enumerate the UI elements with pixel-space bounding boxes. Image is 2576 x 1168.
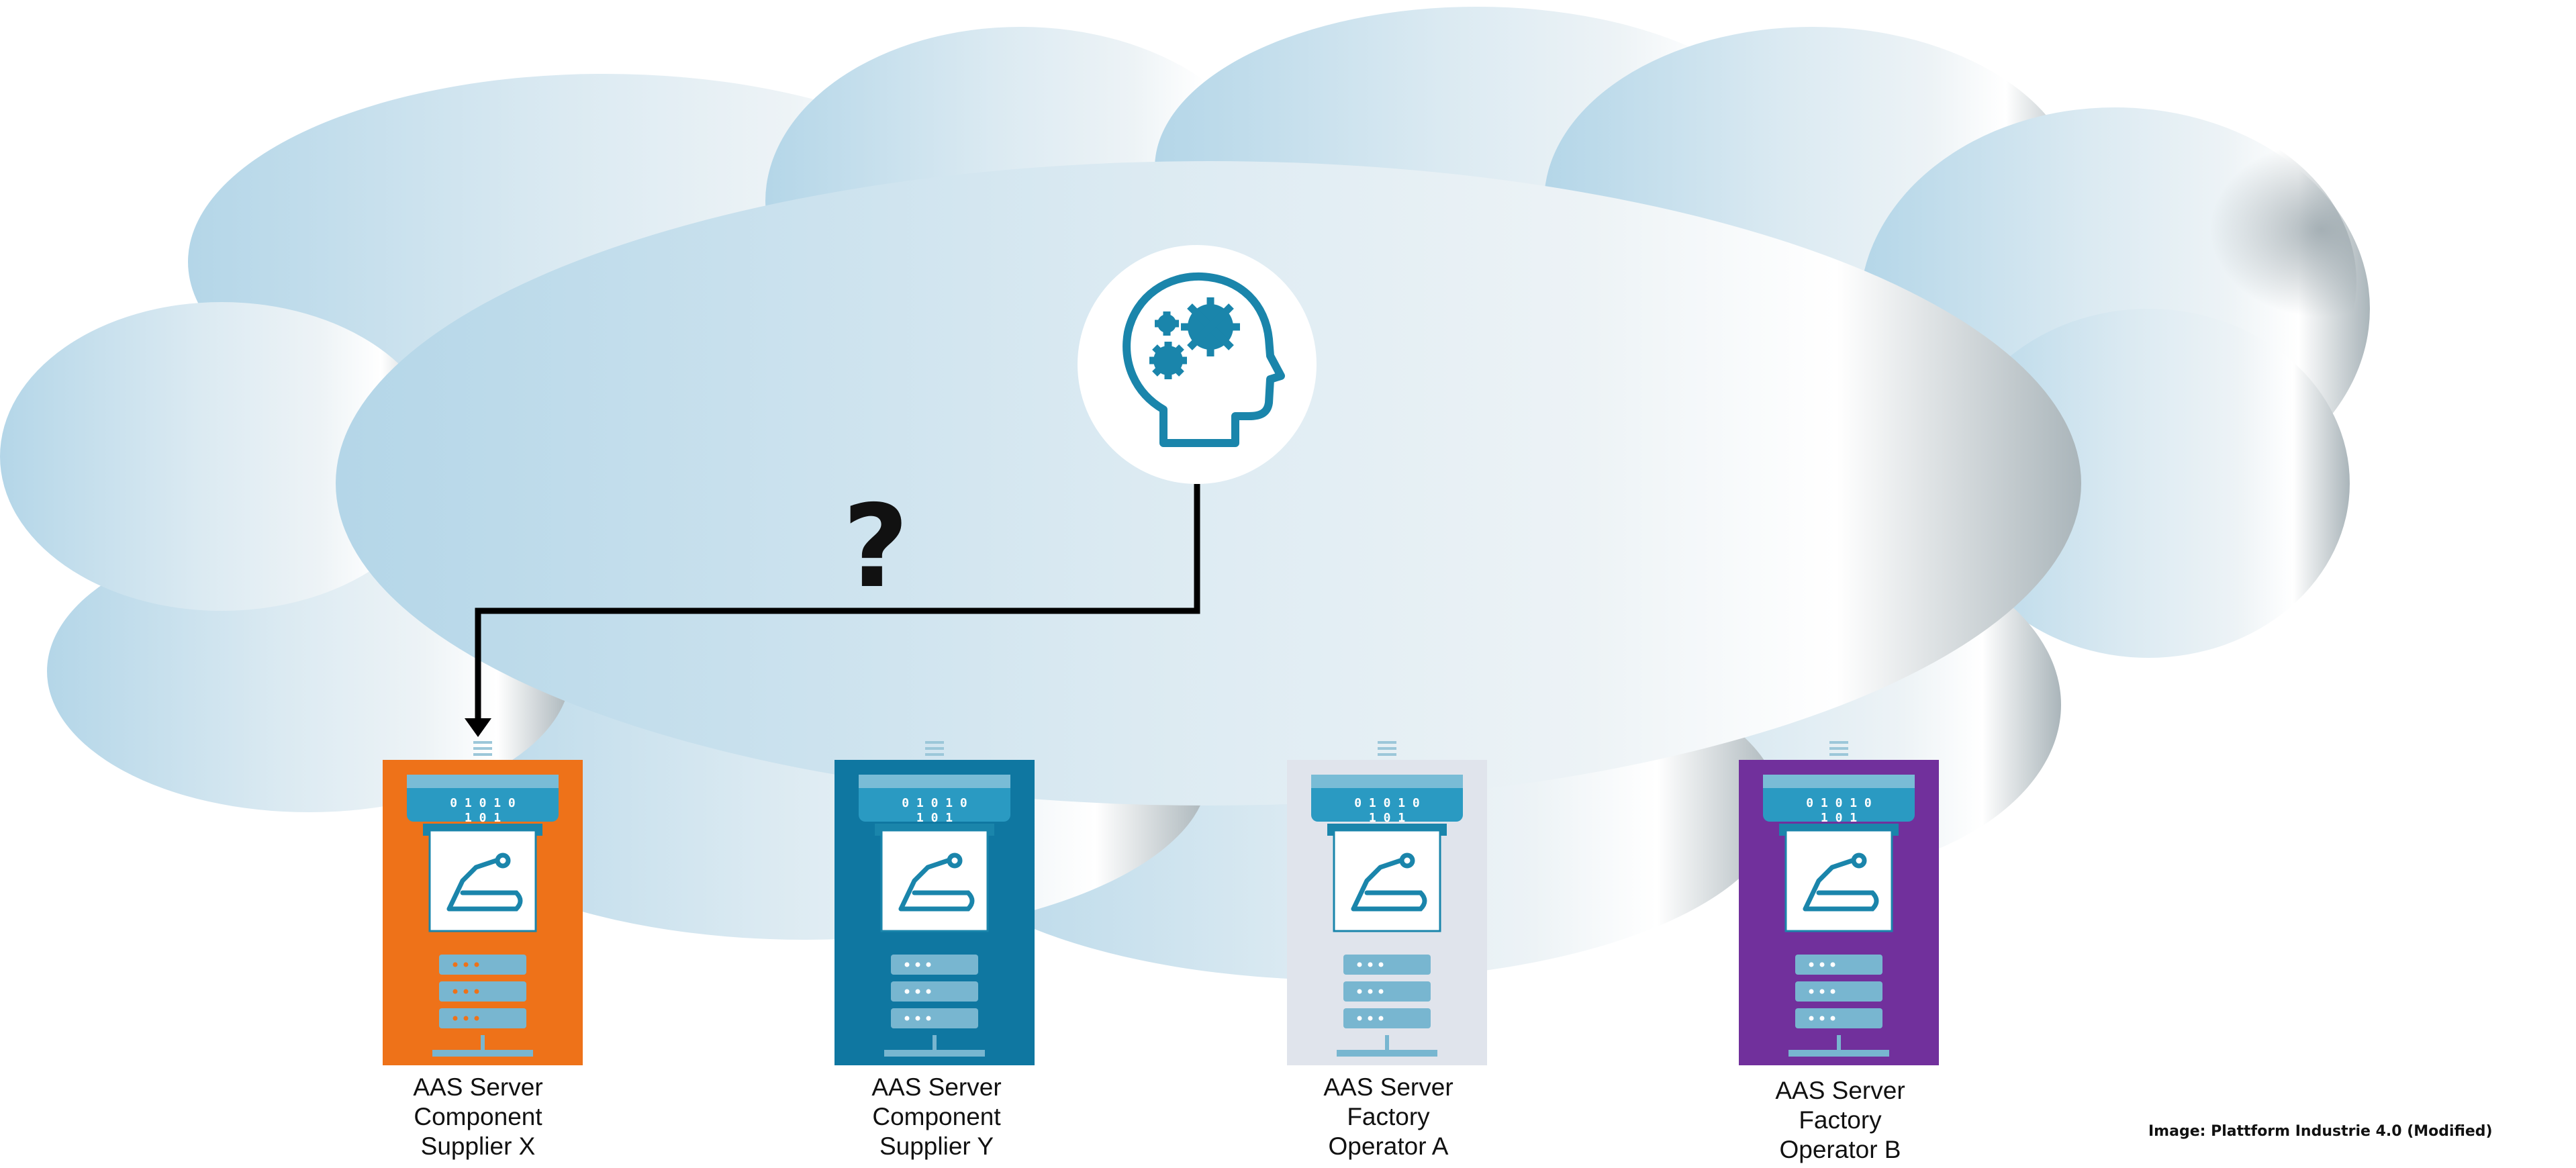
server-base	[1788, 1050, 1889, 1057]
server-rack-unit	[891, 1008, 978, 1028]
binary-top: 0 1 0 1 0	[450, 796, 516, 810]
server-rack-unit	[1343, 1008, 1431, 1028]
server-rack-unit	[439, 955, 526, 975]
binary-bottom: 1 0 1	[916, 811, 953, 825]
binary-bottom: 1 0 1	[1821, 811, 1857, 825]
server-supplier-y: 0 1 0 1 01 0 1	[834, 741, 1035, 1065]
server-base	[432, 1050, 533, 1057]
brain-bubble	[1078, 245, 1317, 484]
server-operator-b: 0 1 0 1 01 0 1	[1739, 741, 1939, 1065]
server-label-supplier-y: AAS Server Component Supplier Y	[871, 1073, 1002, 1160]
robot-card	[880, 829, 989, 932]
binary-bottom: 1 0 1	[1369, 811, 1405, 825]
server-operator-a: 0 1 0 1 01 0 1	[1287, 741, 1487, 1065]
image-credit: Image: Plattform Industrie 4.0 (Modified…	[2148, 1123, 2493, 1140]
server-rack-unit	[1343, 981, 1431, 1002]
robot-card	[1784, 829, 1893, 932]
server-label-supplier-x: AAS Server Component Supplier X	[413, 1073, 543, 1160]
server-rack-unit	[891, 981, 978, 1002]
server-rack-unit	[1795, 955, 1882, 975]
robot-card	[1333, 829, 1441, 932]
server-base	[1337, 1050, 1437, 1057]
cloud	[0, 7, 2370, 980]
server-group: 0 1 0 1 01 0 10 1 0 1 01 0 10 1 0 1 01 0…	[383, 741, 1939, 1065]
binary-bottom: 1 0 1	[465, 811, 501, 825]
robot-arm-icon	[446, 853, 523, 912]
connector-arrow	[465, 484, 1200, 737]
server-supplier-x: 0 1 0 1 01 0 1	[383, 741, 583, 1065]
question-mark: ?	[843, 481, 909, 614]
server-rack-unit	[1343, 955, 1431, 975]
server-label-operator-a: AAS Server Factory Operator A	[1323, 1073, 1453, 1160]
robot-arm-icon	[898, 853, 975, 912]
arrow-head	[465, 718, 491, 737]
robot-card	[428, 829, 537, 932]
server-base	[884, 1050, 985, 1057]
server-rack-unit	[1795, 1008, 1882, 1028]
server-rack-unit	[1795, 981, 1882, 1002]
server-rack-unit	[891, 955, 978, 975]
server-label-operator-b: AAS Server Factory Operator B	[1775, 1077, 1905, 1163]
robot-arm-icon	[1351, 853, 1427, 912]
binary-top: 0 1 0 1 0	[1354, 796, 1420, 810]
binary-top: 0 1 0 1 0	[902, 796, 967, 810]
binary-top: 0 1 0 1 0	[1806, 796, 1872, 810]
server-rack-unit	[439, 981, 526, 1002]
head-with-gears-icon	[1123, 272, 1285, 447]
server-rack-unit	[439, 1008, 526, 1028]
robot-arm-icon	[1803, 853, 1879, 912]
